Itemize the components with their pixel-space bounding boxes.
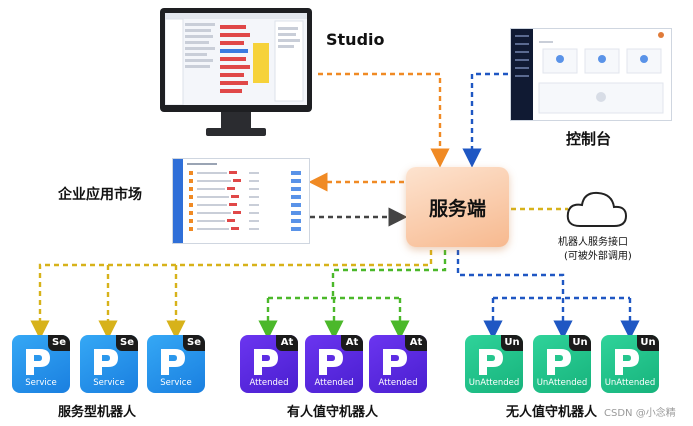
robot-caption: UnAttended bbox=[604, 378, 656, 388]
robot-caption: UnAttended bbox=[536, 378, 588, 388]
attended-robot-icon: At Attended bbox=[305, 335, 363, 393]
robot-caption: Service bbox=[160, 378, 192, 388]
server-to-unattended-line bbox=[456, 250, 565, 298]
market-screenshot bbox=[172, 158, 310, 244]
monitor-base bbox=[206, 128, 266, 136]
unattended-robot-icon: Un UnAttended bbox=[601, 335, 659, 393]
studio-to-server-line bbox=[318, 72, 450, 168]
robot-badge: Un bbox=[637, 335, 659, 351]
robot-badge: At bbox=[405, 335, 427, 351]
robot-api-sublabel: (可被外部调用) bbox=[564, 251, 632, 262]
console-label: 控制台 bbox=[566, 130, 612, 148]
attended-robot-icon: At Attended bbox=[240, 335, 298, 393]
robot-badge: At bbox=[276, 335, 298, 351]
robot-badge: Un bbox=[569, 335, 591, 351]
server-label: 服务端 bbox=[428, 197, 486, 220]
monitor-stand bbox=[221, 112, 251, 130]
cloud-icon bbox=[566, 191, 628, 227]
unattended-robot-icon: Un UnAttended bbox=[533, 335, 591, 393]
server-to-attended-line bbox=[331, 250, 447, 298]
unattended-robot-icon: Un UnAttended bbox=[465, 335, 523, 393]
robot-caption: Service bbox=[93, 378, 125, 388]
robot-badge: Se bbox=[183, 335, 205, 351]
robot-badge: Se bbox=[48, 335, 70, 351]
server-box: 服务端 bbox=[406, 167, 509, 247]
robot-caption: Attended bbox=[378, 378, 418, 388]
robot-api-label: 机器人服务接口 bbox=[558, 237, 628, 248]
server-to-service-line bbox=[30, 250, 433, 340]
service-robot-icon: Se Service bbox=[12, 335, 70, 393]
robot-badge: At bbox=[341, 335, 363, 351]
studio-screenshot bbox=[165, 13, 307, 105]
market-label: 企业应用市场 bbox=[58, 187, 142, 203]
console-screenshot bbox=[510, 28, 672, 121]
robot-caption: Attended bbox=[314, 378, 354, 388]
console-to-server-line bbox=[462, 72, 508, 168]
attended-robot-icon: At Attended bbox=[369, 335, 427, 393]
robot-caption: UnAttended bbox=[468, 378, 520, 388]
robot-caption: Attended bbox=[249, 378, 289, 388]
watermark: CSDN @小念精 bbox=[604, 408, 676, 419]
service-group-label: 服务型机器人 bbox=[58, 405, 137, 420]
attended-group-label: 有人值守机器人 bbox=[287, 405, 379, 420]
robot-badge: Un bbox=[501, 335, 523, 351]
robot-caption: Service bbox=[25, 378, 57, 388]
robot-badge: Se bbox=[116, 335, 138, 351]
service-robot-icon: Se Service bbox=[147, 335, 205, 393]
studio-label: Studio bbox=[326, 30, 385, 49]
service-robot-icon: Se Service bbox=[80, 335, 138, 393]
unattended-group-label: 无人值守机器人 bbox=[506, 405, 598, 420]
